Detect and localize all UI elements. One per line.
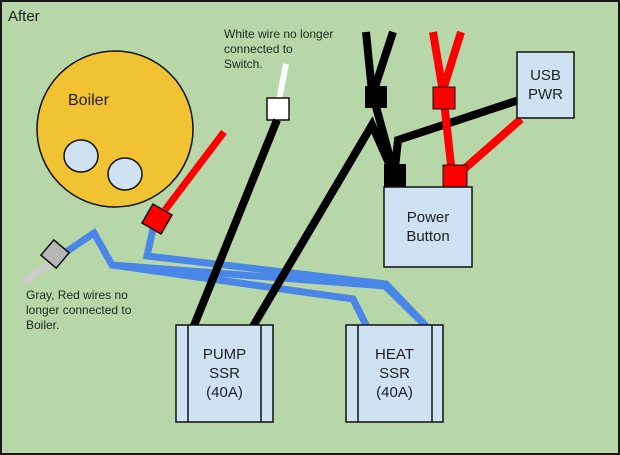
- power-button-red-terminal: [442, 164, 468, 189]
- white-wire-note: White wire no longer connected to Switch…: [224, 27, 334, 71]
- heat-ssr-label-line2: SSR: [379, 365, 410, 382]
- boiler-label: Boiler: [68, 92, 109, 109]
- heat-ssr: [345, 324, 444, 423]
- pump-ssr-label: PUMP SSR (40A): [176, 345, 273, 402]
- heat-ssr-label-line1: HEAT: [375, 346, 414, 363]
- power-button-label: Power Button: [384, 208, 472, 246]
- boiler: [36, 50, 194, 208]
- usb-pwr-label-line1: USB: [530, 67, 561, 84]
- power-button-label-line2: Button: [406, 228, 450, 245]
- heat-ssr-blue-wire-2: [142, 228, 431, 331]
- red-splice-connector: [432, 86, 456, 110]
- pump-ssr-label-line3: (40A): [206, 384, 243, 401]
- usb-pwr-label: USB PWR: [517, 66, 574, 104]
- gray-wire-stub: [21, 259, 55, 285]
- boiler-port-2: [107, 157, 143, 191]
- mains-black-wire-2: [370, 30, 397, 92]
- red-connector: [140, 202, 174, 236]
- pump-ssr-label-line2: SSR: [209, 365, 240, 382]
- pump-ssr: [175, 324, 274, 423]
- heat-ssr-blue-wire-1-end: [111, 261, 371, 329]
- power-button-label-line1: Power: [406, 209, 450, 226]
- heat-ssr-label-line3: (40A): [376, 384, 413, 401]
- white-connector: [266, 97, 290, 121]
- pump-ssr-black-wire-1: [189, 118, 281, 330]
- diagram-title: After: [8, 8, 40, 25]
- gray-red-wires-note: Gray, Red wires no longer connected to B…: [26, 288, 132, 332]
- power-button-box: [383, 186, 473, 268]
- white-wire-stub: [276, 63, 289, 101]
- pump-ssr-black-wire-2: [248, 116, 395, 331]
- usb-black-wire: [391, 96, 521, 169]
- gray-connector: [39, 238, 71, 270]
- heat-ssr-box: [345, 324, 444, 423]
- boiler-port-1: [63, 139, 99, 173]
- usb-pwr-label-line2: PWR: [528, 86, 563, 103]
- pump-ssr-label-line1: PUMP: [202, 346, 247, 363]
- power-button-black-terminal: [384, 164, 406, 188]
- heat-ssr-label: HEAT SSR (40A): [346, 345, 443, 402]
- mains-red-wire-2: [439, 30, 465, 92]
- pump-ssr-box: [175, 324, 274, 423]
- usb-red-wire: [460, 115, 524, 174]
- usb-pwr-box: [516, 51, 575, 119]
- black-splice-connector: [365, 86, 387, 108]
- boiler-red-wire: [162, 129, 227, 213]
